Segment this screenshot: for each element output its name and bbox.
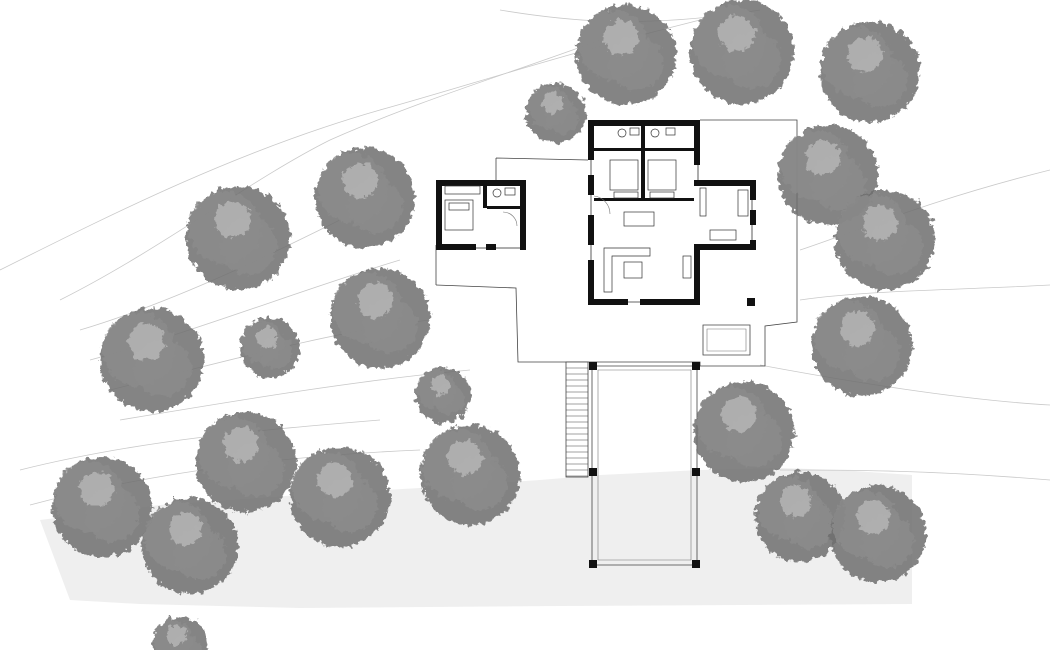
pool [702, 324, 751, 356]
tv-unit [682, 255, 692, 279]
dining-table [623, 211, 655, 227]
tree [778, 125, 878, 225]
pergola-posts [589, 362, 700, 568]
bed-1 [609, 159, 639, 191]
guest-sink [504, 187, 516, 196]
toilet-2 [650, 128, 660, 138]
sink-1 [629, 127, 640, 136]
sofa [603, 247, 651, 293]
tree [100, 308, 204, 412]
pool-inner [706, 328, 747, 352]
wardrobe-2 [649, 191, 675, 199]
kitchen-units [737, 189, 749, 217]
guest-toilet [492, 188, 502, 198]
tree [835, 190, 935, 290]
tree [142, 498, 238, 594]
tree [694, 382, 794, 482]
tree [526, 83, 586, 143]
tree [196, 412, 296, 512]
terrace-outline [435, 119, 798, 367]
tree [812, 296, 912, 396]
guest-house-walls [436, 180, 526, 250]
guest-pillow [448, 202, 470, 211]
tree [186, 186, 290, 290]
guest-house [436, 180, 526, 250]
tree [290, 447, 390, 547]
bed-2 [647, 159, 677, 191]
tree [330, 268, 430, 368]
sink-2 [665, 127, 676, 136]
door-swing-main [593, 195, 611, 215]
guest-wardrobe [444, 185, 481, 195]
tree [315, 148, 415, 248]
tree [576, 5, 676, 105]
tree [415, 367, 471, 423]
site-outlines [435, 119, 798, 568]
pergola-inner [597, 369, 692, 561]
toilet-1 [617, 128, 627, 138]
trees [52, 0, 935, 650]
main-house-furniture [593, 127, 749, 293]
main-house [588, 120, 756, 306]
tree [690, 0, 794, 104]
kitchen-island [709, 229, 737, 241]
tree [755, 472, 845, 562]
tree [820, 22, 920, 122]
wardrobe-1 [613, 191, 639, 199]
main-house-walls [588, 120, 756, 306]
tree [52, 457, 152, 557]
guest-door-swing [502, 211, 518, 227]
kitchen-counter [699, 187, 707, 217]
tree [830, 486, 926, 582]
coffee-table [623, 261, 643, 279]
tree [240, 318, 300, 378]
tree [152, 617, 208, 650]
tree [420, 425, 520, 525]
guest-terrace [435, 157, 589, 285]
stairs [565, 361, 589, 478]
